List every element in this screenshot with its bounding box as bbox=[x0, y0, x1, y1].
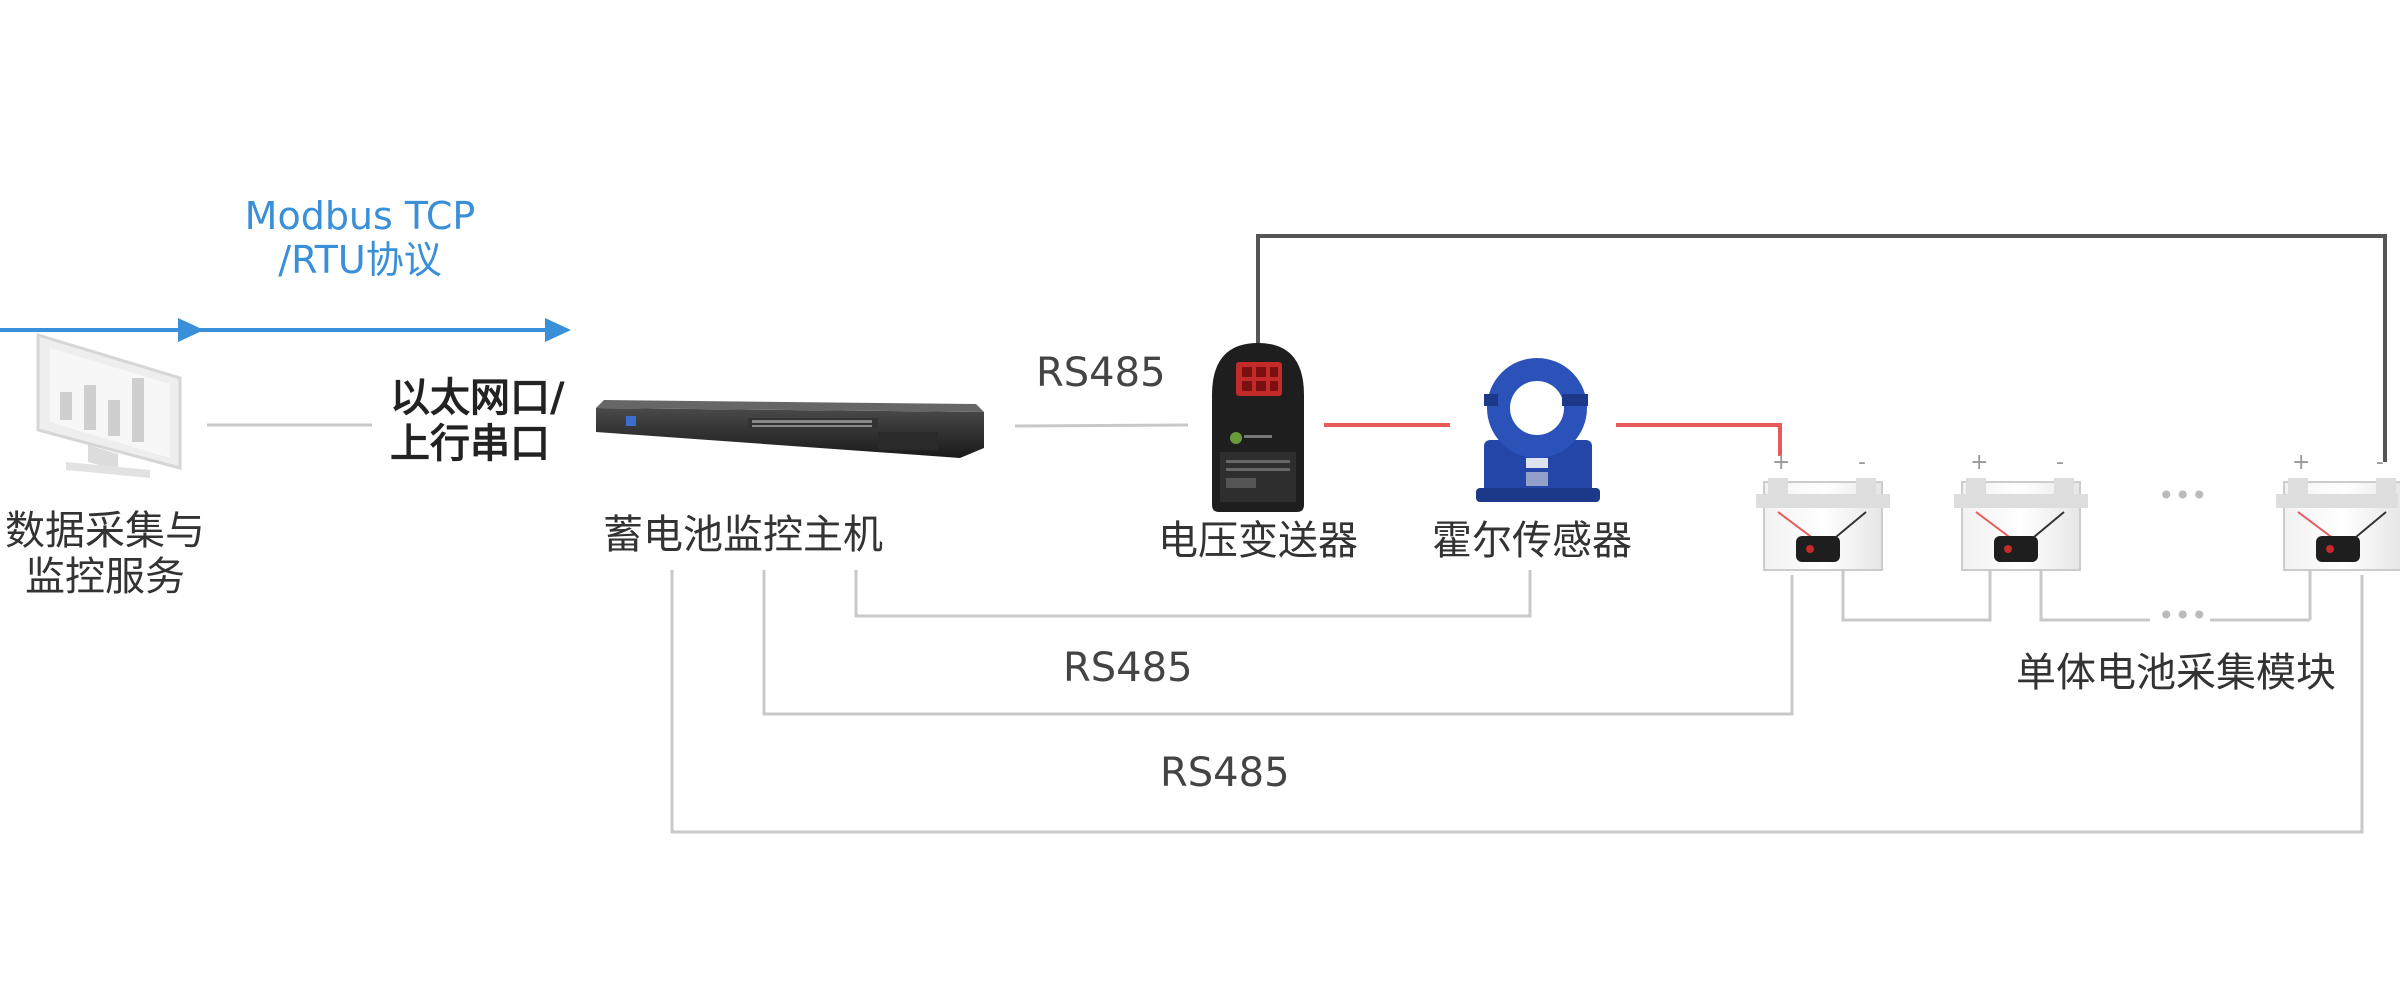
rs485-label-mid: RS485 bbox=[1063, 645, 1193, 691]
battery-3-minus: - bbox=[2376, 450, 2384, 475]
module-link-2-3 bbox=[2039, 570, 2150, 622]
battery-2-minus: - bbox=[2056, 450, 2064, 475]
rs485-label-bottom: RS485 bbox=[1160, 750, 1290, 796]
battery-2 bbox=[1954, 478, 2088, 571]
battery-1-minus: - bbox=[1858, 450, 1866, 475]
protocol-arrow bbox=[0, 318, 571, 342]
voltage-transmitter-icon bbox=[1212, 343, 1304, 512]
host-transmitter-link bbox=[1014, 423, 1189, 428]
voltage-transmitter-label: 电压变送器 bbox=[1158, 518, 1358, 564]
uplink-line-1: 以太网口/ bbox=[390, 375, 565, 421]
link-ellipsis: ••• bbox=[2158, 599, 2208, 632]
battery-1 bbox=[1756, 478, 1890, 571]
monitor-icon bbox=[36, 332, 182, 478]
host-label: 蓄电池监控主机 bbox=[603, 512, 883, 558]
host-hall-rs485-link bbox=[854, 570, 1532, 618]
hall-sensor-icon bbox=[1476, 358, 1600, 502]
battery-1-plus: + bbox=[1772, 450, 1791, 475]
cell-module-label: 单体电池采集模块 bbox=[2016, 650, 2336, 696]
protocol-line-2: /RTU协议 bbox=[278, 237, 442, 282]
module-link-1-2 bbox=[1841, 570, 1992, 622]
hall-battery-link bbox=[1616, 423, 1782, 456]
hall-sensor-label: 霍尔传感器 bbox=[1432, 518, 1632, 564]
host-device-icon bbox=[596, 400, 984, 458]
uplink-line-2: 上行串口 bbox=[390, 421, 550, 467]
battery-ellipsis: ••• bbox=[2158, 479, 2208, 512]
server-line-1: 数据采集与 bbox=[5, 508, 205, 554]
host-module-rs485-link bbox=[762, 570, 1794, 716]
rs485-label-top: RS485 bbox=[1036, 350, 1166, 396]
transmitter-top-loop bbox=[1256, 234, 2387, 462]
battery-3-plus: + bbox=[2292, 450, 2311, 475]
server-label: 数据采集与 监控服务 bbox=[0, 508, 210, 600]
battery-3 bbox=[2276, 478, 2400, 571]
uplink-label: 以太网口/ 上行串口 bbox=[390, 375, 565, 467]
battery-2-plus: + bbox=[1970, 450, 1989, 475]
server-line-2: 监控服务 bbox=[25, 554, 185, 600]
host-last-module-rs485-link bbox=[670, 570, 2364, 834]
protocol-label: Modbus TCP /RTU协议 bbox=[230, 194, 490, 282]
protocol-line-1: Modbus TCP bbox=[244, 194, 476, 238]
